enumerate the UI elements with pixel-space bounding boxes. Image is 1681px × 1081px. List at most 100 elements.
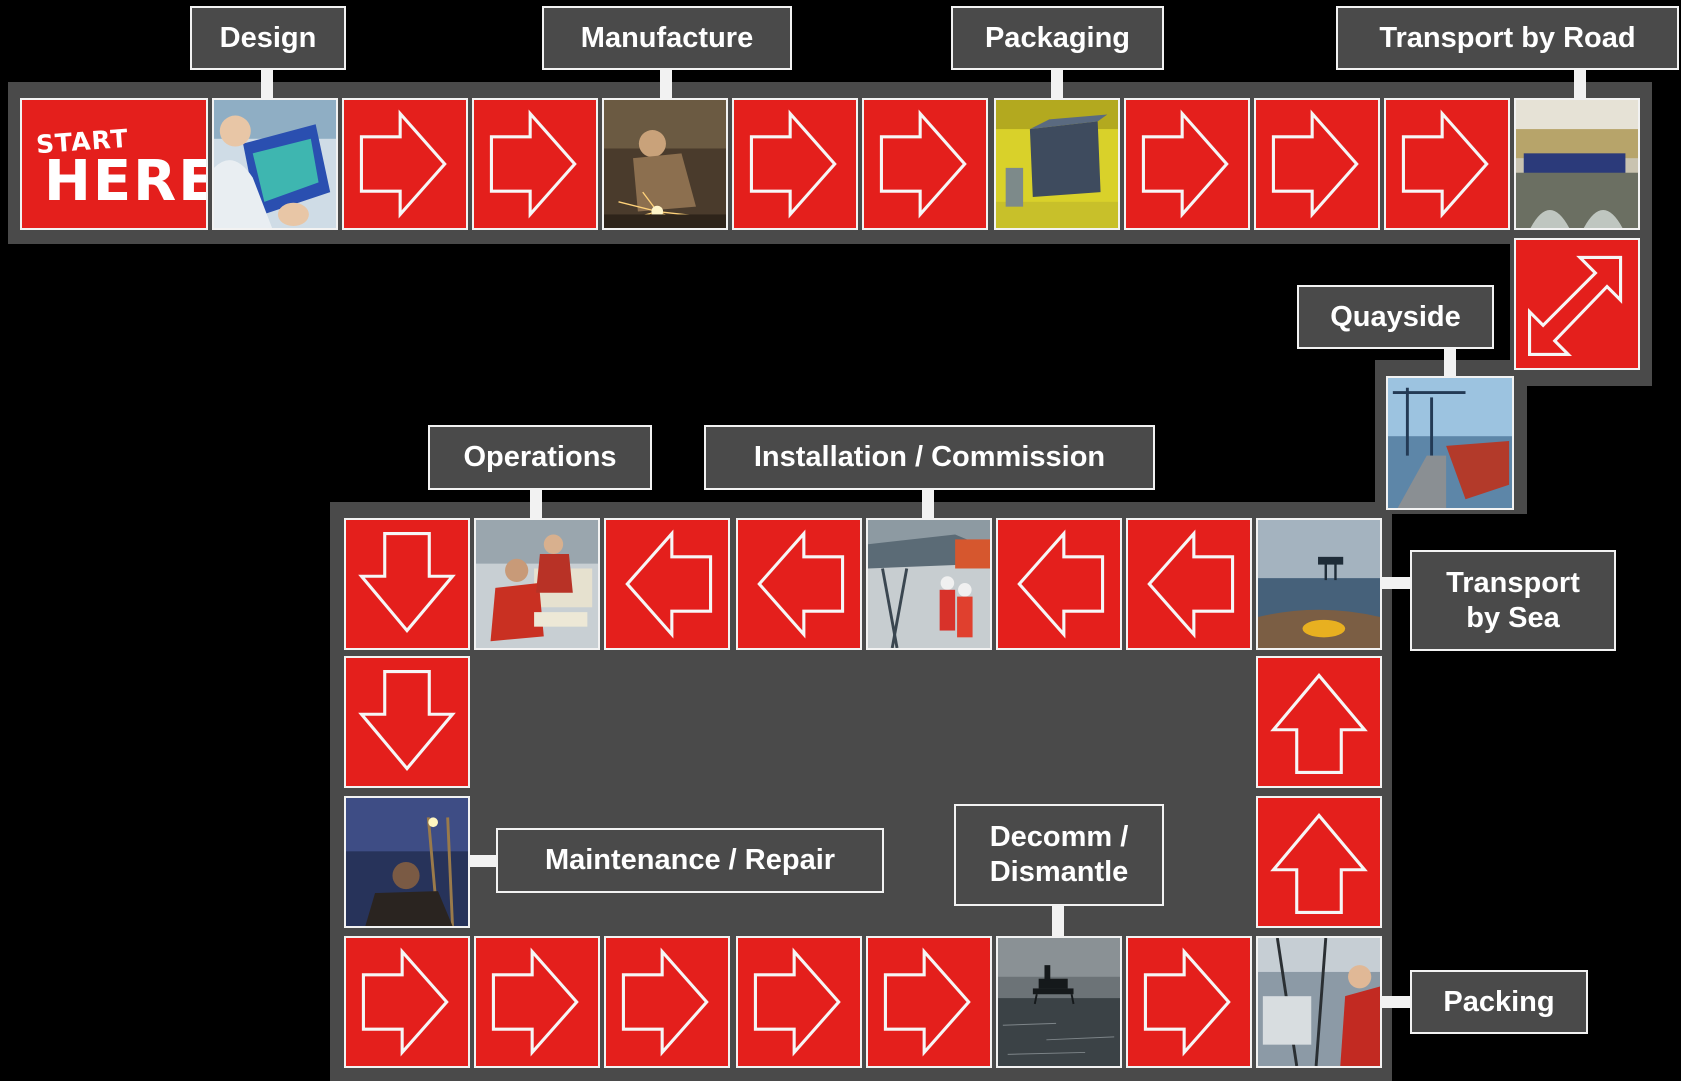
- transport-sea-label: Transport by Sea: [1410, 550, 1616, 651]
- arrow-outline: [1141, 109, 1229, 219]
- decomm-photo: [996, 936, 1122, 1068]
- arrow-right-icon: [621, 947, 709, 1057]
- decomm-text-line2: Dismantle: [989, 856, 1129, 888]
- packing-label: Packing: [1410, 970, 1588, 1034]
- arrow-right-icon: [1143, 947, 1231, 1057]
- installation-connector: [922, 488, 934, 520]
- arrow-diagonal-tile: [1514, 238, 1640, 370]
- arrow-right-icon: [361, 947, 449, 1057]
- transport-road-photo: [1514, 98, 1640, 230]
- arrow-right-icon: [489, 109, 577, 219]
- quayside-label: Quayside: [1297, 285, 1494, 349]
- arrow-right-tile: [342, 98, 468, 230]
- arrow-down-icon: [358, 670, 456, 771]
- arrow-diag-icon: [1528, 255, 1623, 356]
- packaging-text: Packaging: [984, 21, 1131, 54]
- arrow-right-tile: [1126, 936, 1252, 1068]
- arrow-down-tile: [344, 518, 470, 650]
- arrow-left-tile: [604, 518, 730, 650]
- operations-connector: [530, 488, 542, 520]
- maintenance-label: Maintenance / Repair: [496, 828, 884, 893]
- transport-sea-text-line1: Transport: [1446, 566, 1580, 599]
- arrow-right-tile: [1384, 98, 1510, 230]
- arrow-right-icon: [749, 109, 837, 219]
- arrow-outline: [359, 109, 447, 219]
- operations-text: Operations: [463, 441, 617, 473]
- arrow-up-icon: [1270, 673, 1368, 774]
- arrow-right-icon: [879, 109, 967, 219]
- design-photo: [212, 98, 338, 230]
- manufacture-connector: [660, 68, 672, 100]
- start-here-tile: START HERE: [20, 98, 208, 230]
- arrow-outline: [1271, 109, 1359, 219]
- arrow-outline: [1270, 673, 1368, 774]
- arrow-right-icon: [883, 947, 971, 1057]
- maintenance-photo: [344, 796, 470, 928]
- arrow-right-icon: [753, 947, 841, 1057]
- arrow-outline: [883, 947, 971, 1057]
- here-label: HERE: [44, 149, 208, 214]
- arrow-outline: [358, 532, 456, 633]
- transport-sea-connector: [1380, 577, 1412, 589]
- decomm-label: Decomm / Dismantle: [954, 804, 1164, 906]
- arrow-left-tile: [996, 518, 1122, 650]
- decomm-text-line1: Decomm /: [989, 821, 1129, 853]
- arrow-right-tile: [472, 98, 598, 230]
- arrow-outline: [1270, 813, 1368, 914]
- maintenance-connector: [468, 855, 498, 867]
- transport-road-connector: [1574, 68, 1586, 100]
- arrow-right-tile: [736, 936, 862, 1068]
- packaging-connector: [1051, 68, 1063, 100]
- arrow-outline: [1143, 947, 1231, 1057]
- arrow-outline: [879, 109, 967, 219]
- arrow-up-tile: [1256, 796, 1382, 928]
- arrow-right-icon: [1401, 109, 1489, 219]
- design-label: Design: [190, 6, 346, 70]
- manufacture-text: Manufacture: [580, 21, 754, 54]
- transport-road-label: Transport by Road: [1336, 6, 1679, 70]
- arrow-left-icon: [757, 529, 845, 639]
- design-connector: [261, 68, 273, 100]
- arrow-left-tile: [1126, 518, 1252, 650]
- arrow-outline: [757, 529, 845, 639]
- quayside-text: Quayside: [1330, 300, 1461, 333]
- arrow-outline: [1401, 109, 1489, 219]
- operations-photo: [474, 518, 600, 650]
- arrow-outline: [1528, 255, 1623, 356]
- quayside-connector: [1444, 347, 1456, 378]
- quayside-photo: [1386, 376, 1514, 510]
- arrow-left-tile: [736, 518, 862, 650]
- arrow-right-tile: [604, 936, 730, 1068]
- transport-sea-text-line2: by Sea: [1466, 601, 1560, 634]
- arrow-outline: [753, 947, 841, 1057]
- arrow-right-icon: [1141, 109, 1229, 219]
- operations-label: Operations: [428, 425, 652, 490]
- installation-label: Installation / Commission: [704, 425, 1155, 490]
- manufacture-label: Manufacture: [542, 6, 792, 70]
- arrow-outline: [489, 109, 577, 219]
- packaging-label: Packaging: [951, 6, 1164, 70]
- packing-text: Packing: [1443, 985, 1555, 1018]
- packaging-photo: [994, 98, 1120, 230]
- arrow-right-icon: [1271, 109, 1359, 219]
- decomm-connector: [1052, 904, 1064, 938]
- arrow-right-icon: [359, 109, 447, 219]
- arrow-right-tile: [862, 98, 988, 230]
- arrow-right-tile: [732, 98, 858, 230]
- arrow-right-tile: [866, 936, 992, 1068]
- arrow-right-icon: [491, 947, 579, 1057]
- arrow-outline: [358, 670, 456, 771]
- arrow-right-tile: [474, 936, 600, 1068]
- maintenance-text: Maintenance / Repair: [544, 844, 836, 876]
- arrow-outline: [361, 947, 449, 1057]
- transport-road-text: Transport by Road: [1379, 21, 1636, 54]
- arrow-outline: [625, 529, 713, 639]
- packing-connector: [1380, 996, 1412, 1008]
- arrow-down-icon: [358, 532, 456, 633]
- arrow-down-tile: [344, 656, 470, 788]
- arrow-outline: [749, 109, 837, 219]
- arrow-outline: [621, 947, 709, 1057]
- arrow-up-tile: [1256, 656, 1382, 788]
- arrow-right-tile: [1124, 98, 1250, 230]
